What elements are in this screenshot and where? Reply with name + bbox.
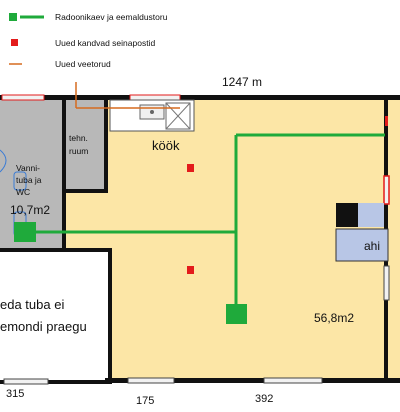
bath-label-1: Vanni- [16,163,40,173]
fireplace: ahi [335,203,389,262]
legend-radon-square-icon [9,13,17,21]
top-dimension: 1247 m [222,75,262,89]
dim-392: 392 [255,393,273,405]
legend-radon-label: Radoonikaev ja eemaldustoru [55,12,168,22]
fireplace-label: ahi [364,239,380,253]
unrenovated-label-2: emondi praegu [0,319,87,334]
unrenovated-label-1: eda tuba ei [0,297,64,312]
legend-pipe-label: Uued veetorud [55,59,111,69]
legend: Radoonikaev ja eemaldustoru Uued kandvad… [9,12,168,69]
dim-315: 315 [6,388,24,400]
radon-sump-main [226,304,247,324]
legend-post-label: Uued kandvad seinapostid [55,38,155,48]
post-marker [187,164,194,172]
main-area: 56,8m2 [314,311,354,325]
tech-room-label-1: tehn. [69,133,88,143]
dim-175: 175 [136,395,154,407]
bath-label-2: tuba ja [16,175,42,185]
bath-area: 10,7m2 [10,203,50,217]
radon-pipes [35,133,385,314]
tech-room-label-2: ruum [69,146,88,156]
legend-post-icon [11,39,18,46]
unrenovated-room [0,250,112,380]
bath-label-3: WC [16,187,30,197]
kitchen-label: köök [152,138,180,153]
post-marker [187,266,194,274]
kitchen-counter [109,99,195,132]
windows [1,94,390,385]
water-pipes [75,82,180,109]
radon-sump-bathroom [14,222,36,242]
post-marker [385,116,388,126]
tech-room-floor [63,98,105,191]
